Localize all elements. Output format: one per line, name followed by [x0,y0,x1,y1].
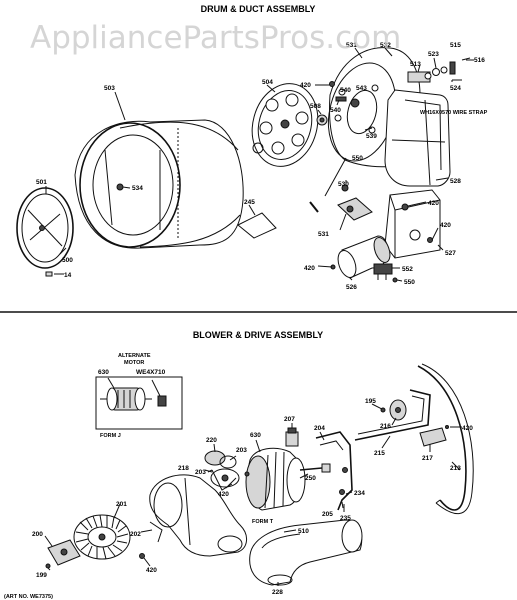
label-534: 534 [132,185,143,192]
label-504: 504 [262,79,273,86]
blower-drive-title: BLOWER & DRIVE ASSEMBLY [193,330,323,340]
label-199: 199 [36,572,47,579]
blower-drive-assembly: ALTERNATE MOTOR 630 WE4X710 FORM J [45,353,474,586]
label-500: 500 [62,257,73,264]
label-532: 532 [380,42,391,49]
watermark: AppliancePartsPros.com [30,20,401,56]
alternate-motor-inset [95,376,183,430]
label-220: 220 [206,437,217,444]
label-201: 201 [116,501,127,508]
motor-mount [315,431,353,511]
screw-14 [45,271,53,277]
label-420-g: 420 [146,567,157,574]
idler-arm [354,389,431,441]
leader-lines-bottom [44,403,462,586]
label-218: 218 [178,465,189,472]
art-number: (ART NO. WE7375) [4,594,53,600]
label-215: 215 [374,450,385,457]
label-234: 234 [354,490,365,497]
label-550-b: 550 [404,279,415,286]
label-513: 513 [410,61,421,68]
baffle [237,212,277,239]
idler-bracket [419,427,447,447]
label-516: 516 [474,57,485,64]
label-216: 216 [380,423,391,430]
label-530: 530 [338,181,349,188]
label-14: 14 [64,272,72,279]
exhaust-duct-hose [249,519,363,586]
label-217: 217 [422,455,433,462]
label-523: 523 [428,51,439,58]
label-213: 213 [450,465,461,472]
drive-belt [417,363,474,515]
label-501: 501 [36,179,47,186]
blower-part-labels: 195 216 420 215 217 213 207 630 204 220 … [4,398,473,600]
label-200: 200 [32,531,43,538]
label-524: 524 [450,85,461,92]
alternate-motor-label-2: MOTOR [124,360,144,366]
label-510: 510 [298,528,309,535]
label-420-c: 420 [440,222,451,229]
label-531-b: 531 [318,231,329,238]
label-204: 204 [314,425,325,432]
front-seal-ring [16,187,74,269]
label-203-a: 203 [236,447,247,454]
motor-part-label: WE4X710 [136,369,166,376]
heater-housing [384,189,441,259]
rear-pin [335,96,347,102]
label-630-a: 630 [98,369,109,376]
label-508: 508 [310,103,321,110]
form-t-label: FORM T [252,519,274,525]
label-531-a: 531 [346,42,357,49]
label-420-f: 420 [218,491,229,498]
wire-strap-note: WH16X0570 WIRE STRAP [420,110,488,116]
form-j-label: FORM J [100,433,121,439]
label-503: 503 [104,85,115,92]
blower-wheel [73,514,131,560]
label-527: 527 [445,250,456,257]
label-630-b: 630 [250,432,261,439]
wire-strap-parts [407,57,471,83]
label-207: 207 [284,416,295,423]
label-420-e: 420 [462,425,473,432]
label-420-d: 420 [304,265,315,272]
exhaust-duct [384,89,451,187]
label-543: 543 [356,85,367,92]
drive-motor [245,447,331,511]
drum-duct-title: DRUM & DUCT ASSEMBLY [201,4,316,14]
label-528: 528 [450,178,461,185]
leader-lines-top [45,47,474,282]
label-250: 250 [305,475,316,482]
label-552: 552 [402,266,413,273]
thermostat-bracket [337,184,373,221]
centrifugal-switch [285,431,299,447]
drum-duct-assembly [16,47,471,283]
label-195: 195 [365,398,376,405]
idler-pulley [389,399,407,421]
impeller-plate [45,539,81,569]
blower-housing [139,474,247,559]
label-540-top: 540 [340,87,351,94]
label-526: 526 [346,284,357,291]
label-245: 245 [244,199,255,206]
drum-part-labels: 501 500 14 503 534 504 245 420 508 540 5… [36,42,488,291]
alternate-motor-label-1: ALTERNATE [118,353,151,359]
drum [74,119,244,249]
label-539: 539 [366,133,377,140]
label-515: 515 [450,42,461,49]
label-540: 540 [330,107,341,114]
label-202: 202 [130,531,141,538]
terminal-block [373,263,393,280]
label-203-b: 203 [195,469,206,476]
label-550-a: 550 [352,155,363,162]
label-420-b: 420 [428,200,439,207]
label-235: 235 [340,515,351,522]
label-205: 205 [322,511,333,518]
label-420-a: 420 [300,82,311,89]
drum-rear-plate [251,83,319,167]
label-228: 228 [272,589,283,596]
